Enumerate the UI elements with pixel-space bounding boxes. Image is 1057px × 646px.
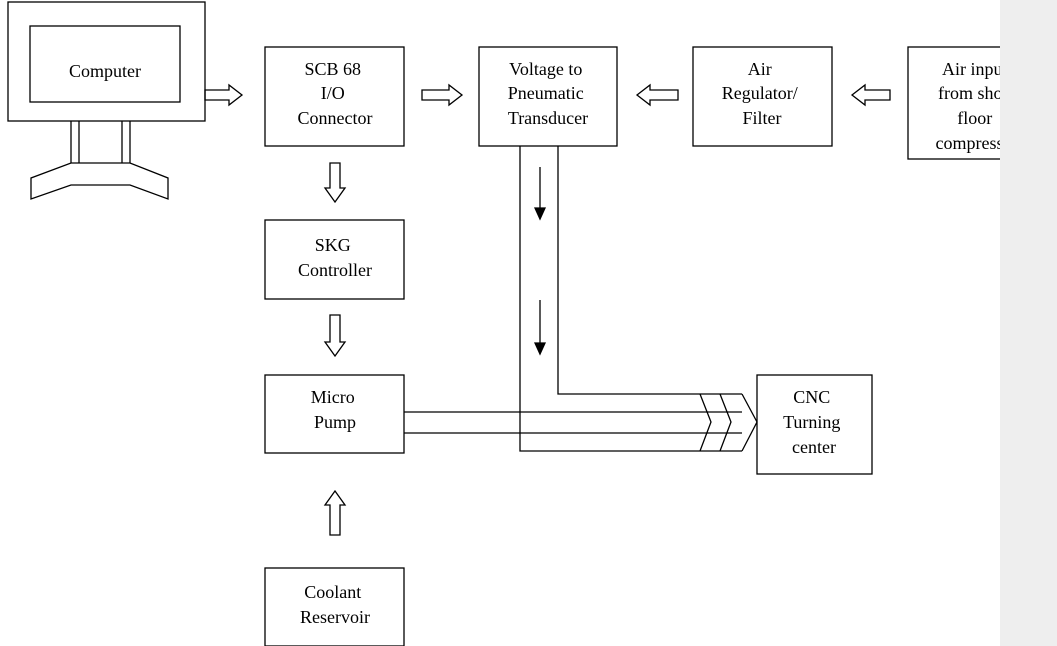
- label-skg-controller: SKG Controller: [298, 235, 372, 280]
- label-cnc-turning-center: CNC Turning center: [783, 387, 845, 457]
- tube-chevron-outer: [699, 393, 712, 452]
- monitor-stand-base: [30, 162, 169, 200]
- label-coolant-reservoir: Coolant Reservoir: [300, 582, 370, 627]
- vp-transducer-box: [478, 46, 618, 147]
- arrow-airinput-to-regulator: [850, 83, 891, 107]
- tube-chevron-mid: [719, 393, 732, 452]
- label-air-input: Air input from shop floor compressor: [936, 59, 1000, 153]
- tube-chevron-tip: [741, 393, 758, 452]
- arrow-reservoir-to-micropump: [323, 489, 347, 536]
- arrow-skg-to-micropump: [323, 314, 347, 358]
- label-computer: Computer: [69, 61, 141, 81]
- page-margin-panel: [1000, 0, 1057, 646]
- label-scb68: SCB 68 I/O Connector: [298, 59, 373, 128]
- arrow-scb68-to-skg: [323, 162, 347, 204]
- arrow-scb68-to-transducer: [421, 83, 464, 107]
- label-vp-transducer: Voltage to Pneumatic Transducer: [508, 59, 588, 128]
- monitor-outer-frame: [7, 1, 206, 122]
- coolant-reservoir-box: [264, 567, 405, 646]
- cnc-turning-center-box: [756, 374, 873, 475]
- monitor-screen: [29, 25, 181, 103]
- micro-pump-box: [264, 374, 405, 454]
- label-air-regulator: Air Regulator/ Filter: [722, 59, 802, 128]
- skg-controller-box: [264, 219, 405, 300]
- air-tube-path: [519, 146, 742, 452]
- arrow-computer-to-scb68: [204, 83, 244, 107]
- label-micro-pump: Micro Pump: [311, 387, 360, 432]
- scb68-connector-box: [264, 46, 405, 147]
- arrow-regulator-to-transducer: [635, 83, 679, 107]
- air-regulator-box: [692, 46, 833, 147]
- process-diagram: Computer SCB 68 I/O Connector Voltage to…: [7, 1, 1000, 646]
- computer-monitor-icon: [7, 1, 206, 200]
- air-input-box: [907, 46, 1000, 160]
